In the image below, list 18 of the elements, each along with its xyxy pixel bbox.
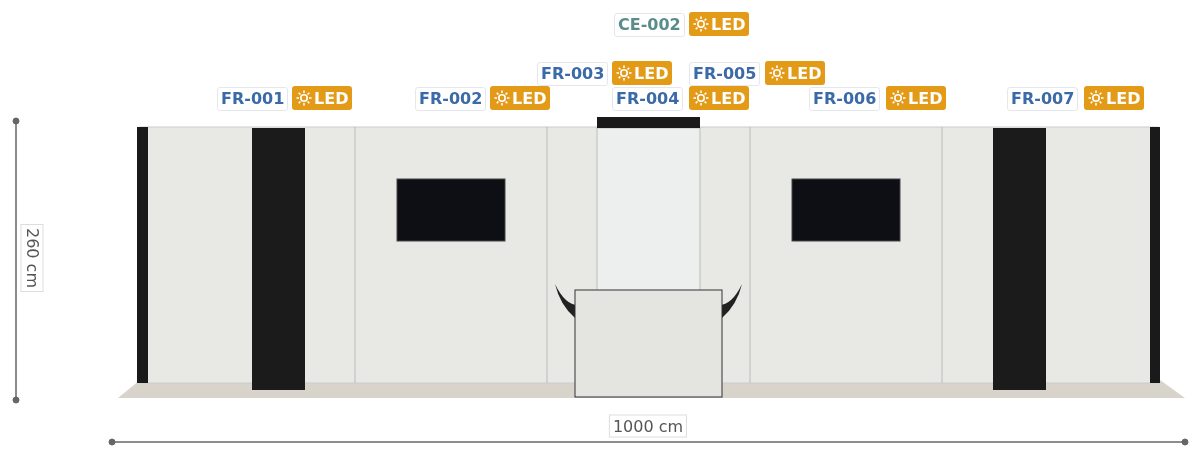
part-code: FR-003 (537, 62, 609, 86)
badge-text: LED (908, 88, 943, 108)
part-code: FR-006 (809, 87, 881, 111)
badge-text: LED (512, 88, 547, 108)
part-code: CE-002 (614, 13, 685, 37)
dimension-label: 1000 cm (608, 414, 688, 438)
badge-text: LED (314, 88, 349, 108)
dimension-label: 260 cm (20, 224, 44, 292)
part-code: FR-005 (689, 62, 761, 86)
badge-text: LED (787, 63, 822, 83)
badge-text: LED (711, 88, 746, 108)
badge-text: LED (1106, 88, 1141, 108)
part-code: FR-007 (1007, 87, 1079, 111)
badge-text: LED (634, 63, 669, 83)
part-code: FR-002 (415, 87, 487, 111)
badge-text: LED (711, 14, 746, 34)
part-code: FR-001 (217, 87, 289, 111)
part-code: FR-004 (612, 87, 684, 111)
